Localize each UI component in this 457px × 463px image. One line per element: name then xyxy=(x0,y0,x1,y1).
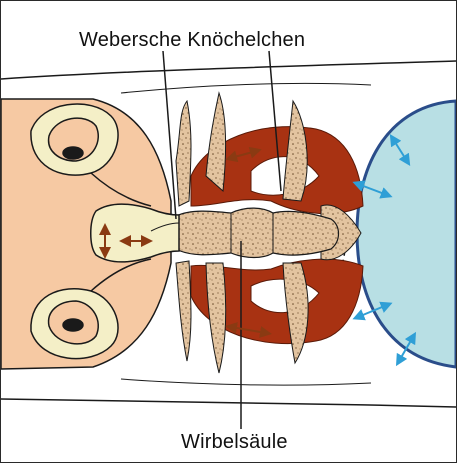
body-outline-top xyxy=(1,61,456,79)
label-weberian-ossicles: Webersche Knöchelchen xyxy=(79,29,305,52)
body-outline-bottom xyxy=(1,399,456,407)
label-vertebral-column: Wirbelsäule xyxy=(181,431,288,454)
body-outline-top-inner xyxy=(121,83,371,93)
rib-lower-1 xyxy=(176,261,191,361)
rib-upper-2 xyxy=(206,93,226,191)
body-outline-bottom-inner xyxy=(121,379,371,385)
vertebral-column xyxy=(171,208,339,257)
swim-bladder xyxy=(357,101,456,367)
rib-upper-1 xyxy=(176,101,191,206)
